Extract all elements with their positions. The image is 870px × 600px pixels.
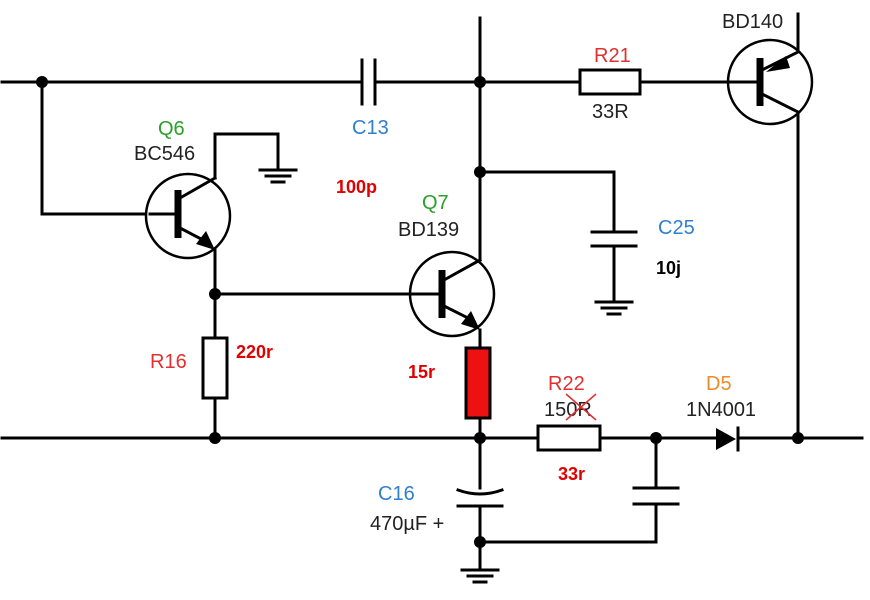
ground-q6: [258, 168, 298, 184]
label-c16-ref: C16: [378, 483, 415, 505]
strikeout-cross: [565, 393, 597, 421]
label-q6-part: BC546: [134, 143, 195, 165]
label-d5-ref: D5: [706, 373, 732, 395]
label-c25-note: 10j: [656, 258, 681, 278]
label-d5-part: 1N4001: [686, 399, 756, 421]
label-r22-note: 33r: [558, 464, 585, 484]
label-r22-ref: R22: [548, 373, 585, 395]
label-c13-ref: C13: [352, 117, 389, 139]
label-c16-value: 470µF +: [370, 513, 444, 535]
transistor-bd140-symbol: [726, 38, 814, 126]
label-r21-ref: R21: [594, 45, 631, 67]
label-r21-value: 33R: [592, 101, 629, 123]
wires: [0, 12, 864, 570]
capacitor-c16-symbol: [456, 488, 504, 508]
label-bd140-part: BD140: [722, 11, 783, 33]
label-r22-old-value: 150R: [544, 399, 592, 421]
capacitor-bottom-right-symbol: [632, 486, 680, 506]
ground-c25: [594, 300, 634, 316]
diode-d5-symbol: [716, 426, 740, 452]
ground-c16: [460, 568, 500, 584]
label-c13-note: 100p: [336, 177, 377, 197]
label-r16-note: 220r: [236, 342, 273, 362]
transistor-q7-symbol: [408, 250, 496, 338]
label-r16-ref: R16: [150, 351, 187, 373]
capacitor-c25-symbol: [590, 230, 638, 248]
transistor-q6-symbol: [144, 172, 232, 260]
label-c25-ref: C25: [658, 217, 695, 239]
label-q7-part: BD139: [398, 219, 459, 241]
label-q6-ref: Q6: [158, 118, 185, 140]
resistor-15r-symbol: [464, 346, 492, 420]
resistor-r16-symbol: [201, 336, 229, 400]
resistor-r21-symbol: [578, 68, 642, 96]
junction-dots: [36, 76, 804, 548]
label-15r-note: 15r: [408, 362, 435, 382]
capacitor-c13-symbol: [360, 58, 377, 106]
label-q7-ref: Q7: [422, 192, 449, 214]
resistor-r22-symbol: [536, 424, 602, 452]
